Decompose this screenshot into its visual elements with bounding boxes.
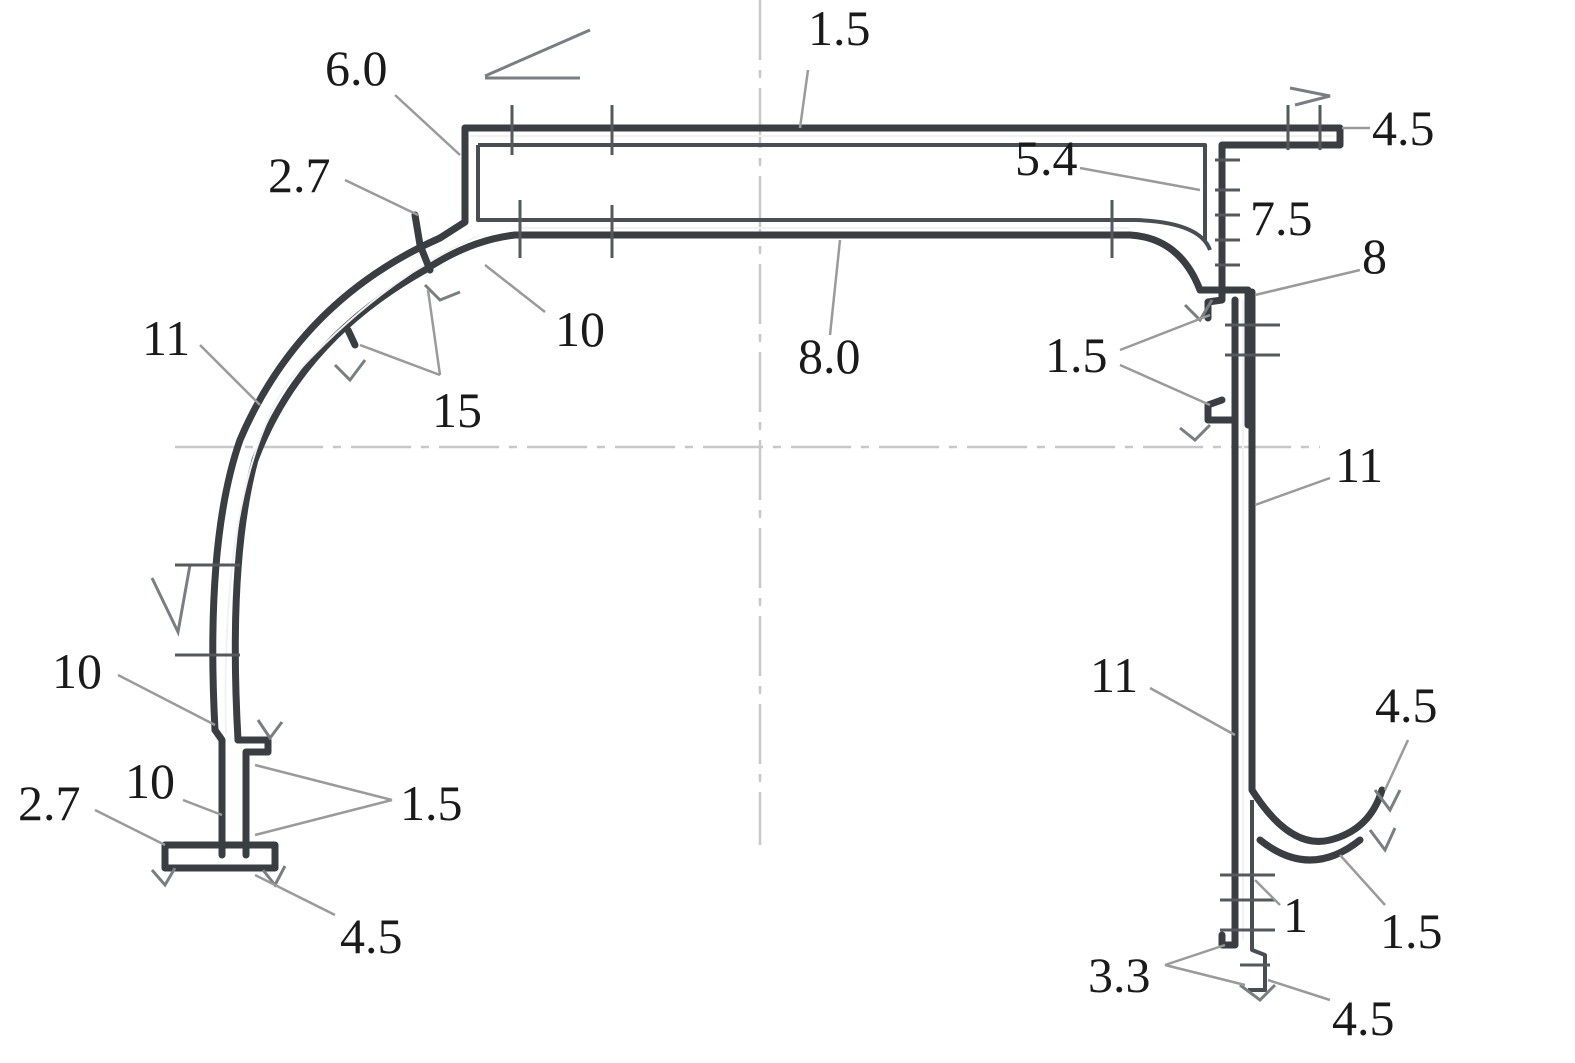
label-1_5-hook: 1.5 [1380, 903, 1443, 959]
label-10-top: 10 [555, 301, 605, 357]
label-4_5-bottom: 4.5 [1332, 990, 1395, 1046]
label-5_4: 5.4 [1015, 130, 1078, 186]
label-10-left: 10 [52, 643, 102, 699]
label-8: 8 [1362, 228, 1387, 284]
label-1_5-left-low: 1.5 [400, 775, 463, 831]
dimension-ticks [175, 105, 1322, 967]
label-2_7-low: 2.7 [18, 775, 81, 831]
label-11-right-upper: 11 [1335, 437, 1383, 493]
right-vertical-section [1204, 286, 1386, 992]
label-6_0: 6.0 [325, 40, 388, 96]
label-7_5: 7.5 [1250, 190, 1313, 246]
dimension-labels: 1.5 6.0 4.5 5.4 7.5 2.7 8 11 10 8.0 1.5 … [18, 0, 1443, 1046]
label-15: 15 [432, 382, 482, 438]
label-11-arc: 11 [142, 310, 190, 366]
label-1_5-right-upper: 1.5 [1045, 327, 1108, 383]
leader-lines [94, 69, 1410, 1002]
label-1_5-top: 1.5 [808, 0, 871, 56]
label-4_5-hook: 4.5 [1375, 677, 1438, 733]
top-box-section [436, 124, 1344, 429]
label-1: 1 [1283, 887, 1308, 943]
label-2_7-top: 2.7 [268, 147, 331, 203]
label-11-right-lower: 11 [1090, 647, 1138, 703]
label-4_5-left-low: 4.5 [340, 908, 403, 964]
left-arc-section [161, 211, 519, 872]
label-10-low: 10 [125, 753, 175, 809]
roughness-symbol-right [1289, 86, 1331, 107]
weld-symbol-top [484, 28, 591, 78]
label-8_0: 8.0 [798, 328, 861, 384]
label-3_3: 3.3 [1088, 947, 1151, 1003]
arrow-marks [150, 283, 1402, 1002]
label-4_5-right: 4.5 [1372, 100, 1435, 156]
